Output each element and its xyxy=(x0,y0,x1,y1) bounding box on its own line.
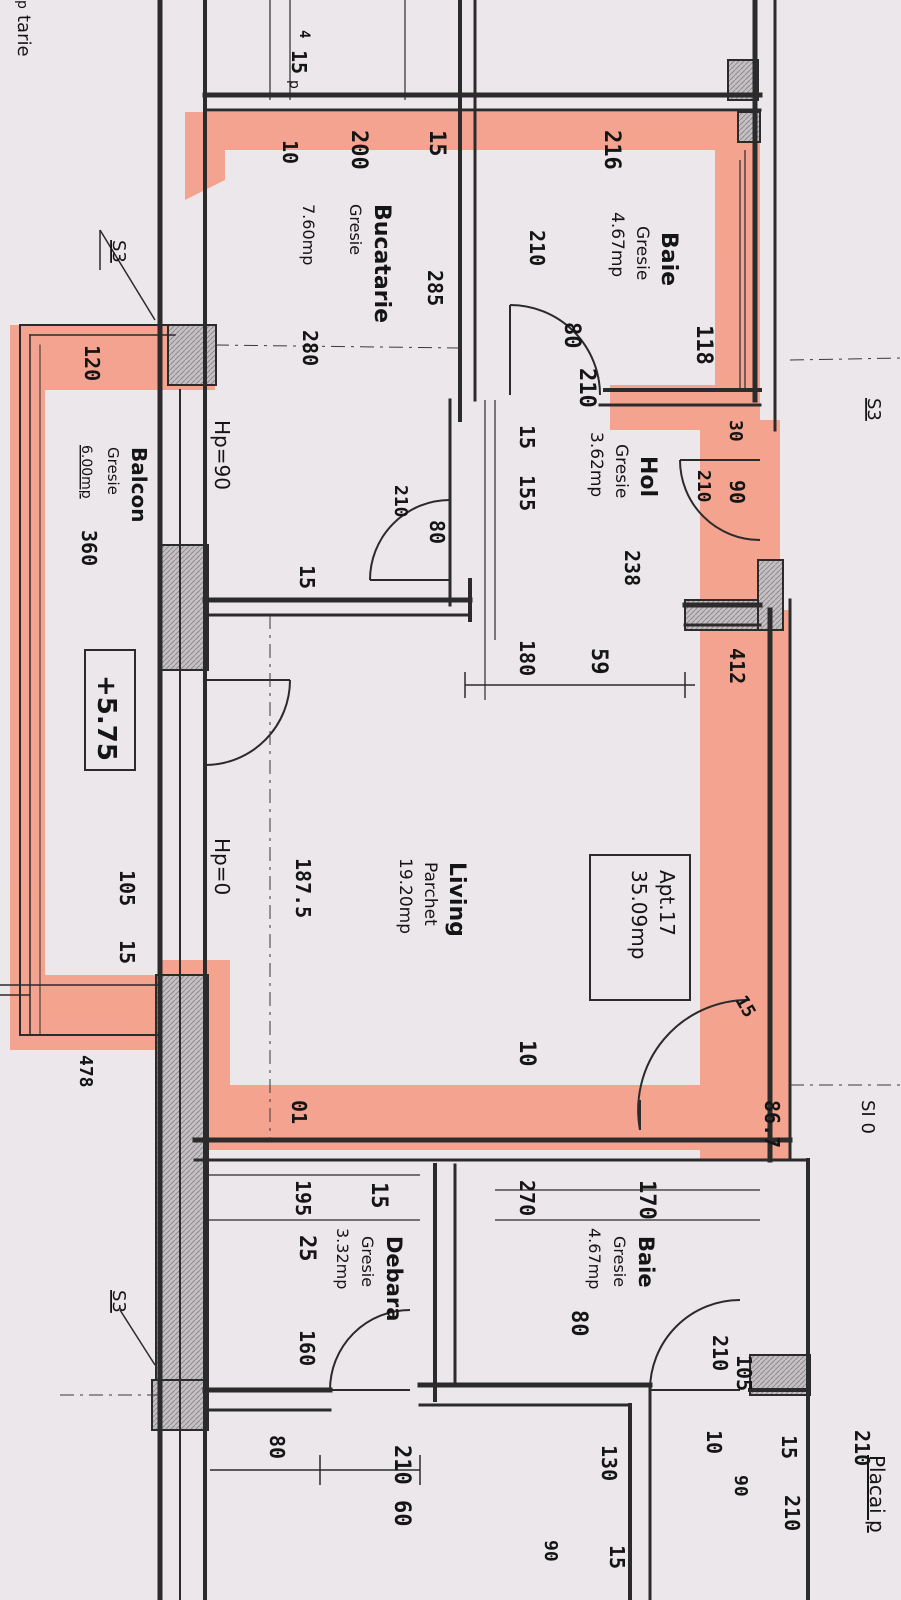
edge-label-si0: SI 0 xyxy=(857,1100,878,1134)
labels: Baie Gresie 4.67mp Bucatarie Gresie 7.60… xyxy=(13,0,889,1569)
room-area-debara: 3.32mp xyxy=(333,1228,352,1289)
room-finish-debara: Gresie xyxy=(358,1236,377,1287)
dim-285: 285 xyxy=(423,270,447,306)
dim-90-b: 210 xyxy=(780,1495,804,1531)
room-area-hol: 3.62mp xyxy=(586,432,606,497)
room-finish-living: Parchet xyxy=(420,862,440,926)
edge-label-p-2: p xyxy=(286,80,302,89)
edge-label-placai: Placai p xyxy=(865,1455,889,1533)
dim-15-g: 195 xyxy=(291,1180,315,1216)
dim-130: 10 xyxy=(702,1430,726,1454)
dim-25: 160 xyxy=(295,1330,319,1366)
section-marker-2: S3 xyxy=(863,398,884,421)
room-name-living: Living xyxy=(444,862,469,937)
dim-210-h: 90 xyxy=(540,1540,561,1562)
room-finish-balcon: Gresie xyxy=(104,447,122,495)
dim-15-h: 270 xyxy=(515,1180,539,1216)
dim-10-c: 15 xyxy=(777,1435,801,1459)
room-area-living: 19.20mp xyxy=(395,858,415,934)
dim-280: 280 xyxy=(298,330,322,366)
apartment-area: 35.09mp xyxy=(627,870,651,959)
room-name-baie: Baie xyxy=(656,232,681,286)
room-name-balcon: Balcon xyxy=(127,447,151,522)
room-area-baie-2: 4.67mp xyxy=(585,1228,604,1289)
dim-105-a: 15 xyxy=(115,940,139,964)
dim-10-a: 10 xyxy=(278,140,302,164)
dim-160: 80 xyxy=(566,1310,591,1337)
dim-30: 30 xyxy=(725,420,746,442)
dim-170: 25 xyxy=(294,1235,319,1262)
dim-10-b: 01 xyxy=(287,1100,311,1124)
room-name-bucatarie: Bucatarie xyxy=(369,204,394,323)
dim-478: 10 xyxy=(514,1040,539,1067)
dim-15-j: 4 xyxy=(296,30,312,38)
dim-210-c: 210 xyxy=(390,485,411,518)
dimension-lines xyxy=(0,229,695,1485)
dim-80-b: 80 xyxy=(425,520,449,544)
dim-155: 155 xyxy=(515,475,539,511)
dim-01: 86.7 xyxy=(760,1100,784,1148)
room-finish-bucatarie: Gresie xyxy=(346,204,365,255)
dim-15-c: 15 xyxy=(515,425,539,449)
dim-120: 120 xyxy=(80,345,104,381)
room-finish-baie: Gresie xyxy=(632,226,652,280)
dim-210-f: 60 xyxy=(389,1500,414,1527)
door-swings xyxy=(204,304,761,1391)
dim-15-b: 15 xyxy=(424,130,449,157)
room-name-debara: Debara xyxy=(382,1236,406,1321)
dim-195: 15 xyxy=(366,1182,391,1209)
concrete-columns xyxy=(151,59,811,1431)
apartment-name: Apt.17 xyxy=(655,870,679,936)
room-name-hol: Hol xyxy=(635,456,660,497)
dim-216: 216 xyxy=(599,130,624,170)
dim-210-d: 210 xyxy=(693,470,714,503)
dim-15-i: 210 xyxy=(850,1430,874,1466)
height-hp-0: Hp=0 xyxy=(210,838,234,895)
section-marker-1: S3 xyxy=(108,240,129,263)
dim-412: 187.5 xyxy=(291,858,315,918)
section-marker-3: S3 xyxy=(108,1290,129,1313)
dim-105-b: 80 xyxy=(265,1435,289,1459)
room-area-balcon: 6.00mp xyxy=(78,445,94,499)
dim-238: 238 xyxy=(620,550,644,586)
height-hp-90: Hp=90 xyxy=(210,420,234,490)
dim-210-g: 90 xyxy=(730,1475,751,1497)
dim-90-c: 15 xyxy=(605,1545,629,1569)
dim-210-b: 210 xyxy=(574,368,599,408)
dim-210-a: 210 xyxy=(525,230,549,266)
thin-partitions xyxy=(205,0,760,1221)
dim-270: 170 xyxy=(634,1180,659,1220)
dim-118: 118 xyxy=(691,325,716,365)
level-label-box xyxy=(84,649,136,771)
dim-60: 130 xyxy=(597,1445,621,1481)
apartment-label-box xyxy=(589,854,691,1001)
dim-15-d: 15 xyxy=(295,565,319,589)
edge-label-tarie: tarie xyxy=(13,15,34,57)
dim-80-c: 210 xyxy=(708,1335,732,1371)
dim-15-f: 478 xyxy=(75,1055,96,1088)
room-area-baie: 4.67mp xyxy=(607,212,627,277)
section-lines xyxy=(60,344,901,1396)
dim-90-a: 90 xyxy=(725,480,749,504)
room-finish-baie-2: Gresie xyxy=(610,1236,629,1287)
dim-15-a: 15 xyxy=(287,50,311,74)
dim-59: 412 xyxy=(725,648,749,684)
edge-label-p-1: p xyxy=(14,0,30,9)
room-area-bucatarie: 7.60mp xyxy=(299,204,318,265)
room-finish-hol: Gresie xyxy=(611,444,631,498)
dim-360: 360 xyxy=(77,530,101,566)
dim-200: 200 xyxy=(346,130,371,170)
level-marker: +5.75 xyxy=(91,675,121,761)
walls xyxy=(0,0,810,1600)
dim-15-e: 180 xyxy=(515,640,539,676)
dim-210-e: 105 xyxy=(732,1355,756,1391)
dim-187-5: 105 xyxy=(115,870,139,906)
dim-80-a: 80 xyxy=(559,322,584,349)
room-name-baie-2: Baie xyxy=(634,1236,658,1288)
dim-80-d: 210 xyxy=(389,1445,414,1485)
dim-180: 59 xyxy=(586,648,611,675)
